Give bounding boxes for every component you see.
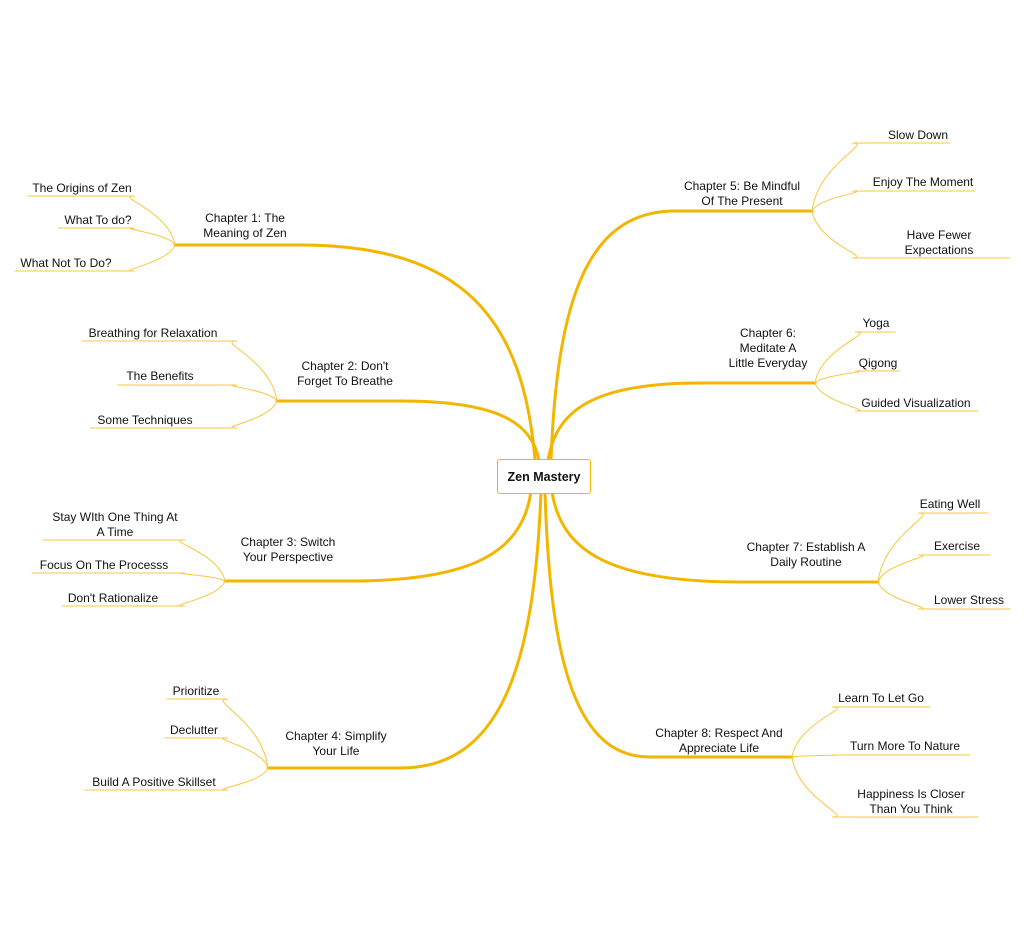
subtopic-5-1[interactable]: Slow Down: [888, 128, 948, 143]
subtopic-6-2-text: Qigong: [858, 356, 898, 370]
subtopic-3-3-text: Don't Rationalize: [67, 591, 159, 605]
subtopic-6-1-text: Yoga: [862, 316, 890, 330]
subtopic-2-2-text: The Benefits: [126, 369, 194, 383]
subtopic-connector-3-3: [61, 580, 226, 607]
subtopic-connector-8-3: [791, 756, 979, 818]
subtopic-5-1-text: Slow Down: [887, 128, 949, 142]
subtopic-3-2[interactable]: Focus On The Processs: [40, 558, 169, 573]
subtopic-8-1-text: Learn To Let Go: [838, 691, 924, 705]
subtopic-connector-1-3: [14, 244, 176, 272]
subtopic-connector-5-1: [811, 142, 951, 212]
subtopic-connector-7-1: [877, 512, 989, 583]
subtopic-connector-6-2: [814, 370, 901, 384]
subtopic-1-2-text: What To do?: [64, 213, 132, 227]
subtopic-6-3[interactable]: Guided Visualization: [861, 396, 970, 411]
branch-connector-chapter-8: [543, 490, 794, 759]
branch-connector-chapter-6: [546, 381, 817, 463]
branch-connector-chapter-3: [223, 490, 533, 583]
subtopic-connector-2-1: [81, 340, 278, 402]
subtopic-connector-6-1: [814, 331, 896, 384]
subtopic-4-1-text: Prioritize: [172, 684, 220, 698]
subtopic-2-3[interactable]: Some Techniques: [97, 413, 192, 428]
subtopic-7-2[interactable]: Exercise: [934, 539, 980, 554]
subtopic-1-3-text: What Not To Do?: [20, 256, 112, 270]
root-node[interactable]: Zen Mastery: [497, 459, 591, 494]
subtopic-4-3-text: Build A Positive Skillset: [92, 775, 216, 789]
subtopic-1-2[interactable]: What To do?: [64, 213, 131, 228]
subtopic-connector-2-2: [117, 384, 278, 402]
subtopic-7-3-text: Lower Stress: [933, 593, 1005, 607]
subtopic-6-2[interactable]: Qigong: [859, 356, 898, 371]
subtopic-1-1[interactable]: The Origins of Zen: [32, 181, 131, 196]
subtopic-connector-8-1: [791, 706, 931, 758]
subtopic-1-1-text: The Origins of Zen: [32, 181, 132, 195]
subtopic-7-3[interactable]: Lower Stress: [934, 593, 1004, 608]
subtopic-connector-6-3: [814, 382, 979, 412]
subtopic-5-2[interactable]: Enjoy The Moment: [873, 175, 974, 190]
subtopic-4-1[interactable]: Prioritize: [173, 684, 220, 699]
subtopic-8-1[interactable]: Learn To Let Go: [838, 691, 924, 706]
subtopic-connector-2-3: [89, 400, 278, 429]
subtopic-2-3-text: Some Techniques: [97, 413, 193, 427]
subtopic-connector-1-1: [27, 195, 176, 246]
branch-connector-chapter-4: [266, 490, 543, 770]
subtopic-connector-3-1: [42, 539, 226, 582]
subtopic-6-3-text: Guided Visualization: [861, 396, 971, 410]
subtopic-7-1-text: Eating Well: [919, 497, 981, 511]
subtopic-connector-5-2: [811, 190, 976, 212]
subtopic-connector-4-1: [166, 698, 269, 769]
subtopic-8-2[interactable]: Turn More To Nature: [850, 739, 960, 754]
branch-connector-chapter-5: [549, 209, 814, 462]
subtopic-7-1[interactable]: Eating Well: [920, 497, 980, 512]
subtopic-2-1-text: Breathing for Relaxation: [88, 326, 218, 340]
root-label: Zen Mastery: [507, 469, 581, 484]
subtopic-6-1[interactable]: Yoga: [863, 316, 890, 331]
subtopic-connector-7-3: [877, 581, 1011, 610]
subtopic-connector-7-2: [877, 554, 991, 583]
subtopic-3-2-text: Focus On The Processs: [39, 558, 169, 572]
subtopic-4-2[interactable]: Declutter: [170, 723, 218, 738]
branch-connector-chapter-1: [173, 243, 537, 462]
subtopic-2-2[interactable]: The Benefits: [126, 369, 193, 384]
subtopic-5-2-text: Enjoy The Moment: [872, 175, 974, 189]
subtopic-connector-3-2: [31, 572, 226, 582]
subtopic-2-1[interactable]: Breathing for Relaxation: [89, 326, 218, 341]
subtopic-connector-4-3: [84, 767, 269, 791]
subtopic-4-3[interactable]: Build A Positive Skillset: [92, 775, 215, 790]
branch-connector-chapter-7: [550, 490, 880, 584]
subtopic-7-2-text: Exercise: [933, 539, 981, 553]
subtopic-8-2-text: Turn More To Nature: [849, 739, 961, 753]
subtopic-1-3[interactable]: What Not To Do?: [20, 256, 111, 271]
subtopic-4-2-text: Declutter: [169, 723, 219, 737]
subtopic-3-3[interactable]: Don't Rationalize: [68, 591, 158, 606]
subtopic-connector-8-2: [791, 754, 971, 758]
subtopic-connector-1-2: [57, 227, 176, 246]
subtopic-connector-5-3: [811, 210, 1011, 259]
branch-connector-chapter-2: [275, 399, 541, 463]
subtopic-connector-4-2: [164, 737, 269, 769]
